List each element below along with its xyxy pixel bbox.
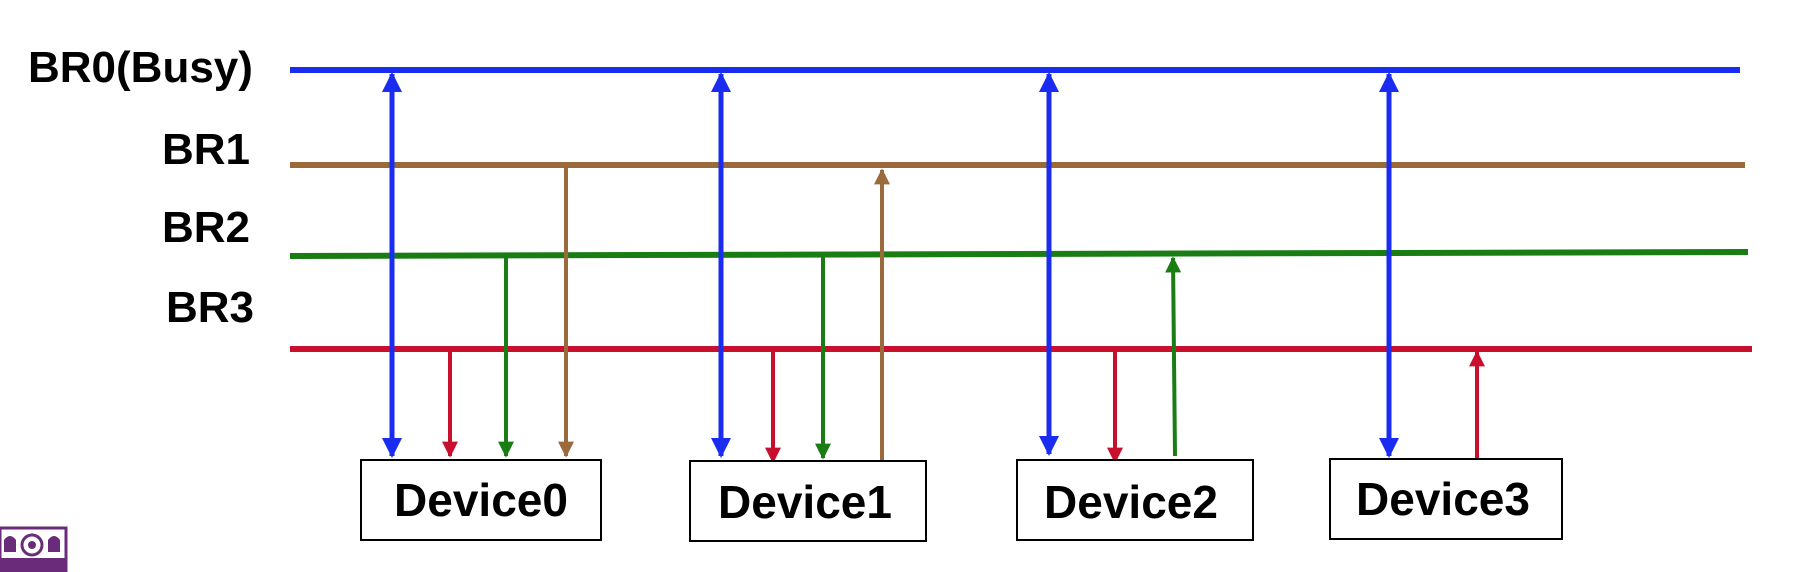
device-label: Device1 xyxy=(718,476,892,528)
bus-line-br2 xyxy=(289,249,1749,259)
device-box-device0: Device0 xyxy=(360,459,602,541)
university-crest-icon xyxy=(0,526,68,572)
device-box-device1: Device1 xyxy=(689,460,927,542)
device-label: Device0 xyxy=(394,474,568,526)
bus-label-br3: BR3 xyxy=(166,283,254,332)
device-label: Device3 xyxy=(1356,473,1530,525)
device-label: Device2 xyxy=(1044,476,1218,528)
device-box-device3: Device3 xyxy=(1329,458,1563,540)
connection-device2-br2 xyxy=(1165,256,1182,457)
bus-label-br0: BR0(Busy) xyxy=(28,43,253,92)
bus-label-br2: BR2 xyxy=(162,203,250,252)
bus-label-br1: BR1 xyxy=(162,125,250,174)
device-box-device2: Device2 xyxy=(1016,459,1254,541)
